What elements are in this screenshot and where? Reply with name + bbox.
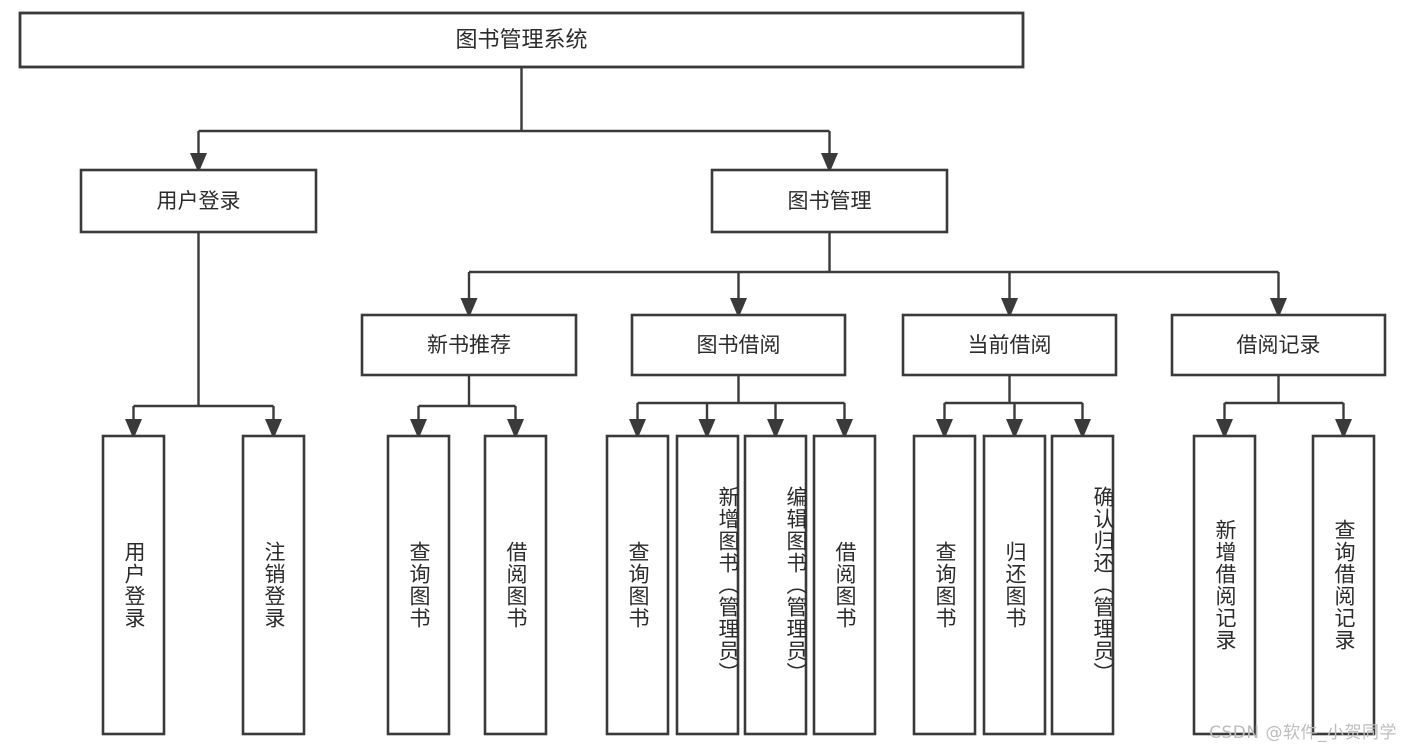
- connector-bookborrow-to-leaves: [629, 375, 853, 439]
- node-borrow-record[interactable]: 借阅记录: [1170, 313, 1387, 377]
- node-new-book-recommend[interactable]: 新书推荐: [360, 313, 578, 377]
- connector-borrowrecord-to-leaves: [1216, 375, 1352, 439]
- node-root-label: 图书管理系统: [455, 28, 587, 53]
- node-leaf-user-logout[interactable]: [241, 434, 306, 736]
- node-leaf-borrow-book[interactable]: [812, 434, 877, 736]
- node-book-borrow[interactable]: 图书借阅: [630, 313, 847, 377]
- node-book-manage-label: 图书管理: [788, 189, 872, 213]
- node-leaf-add-book-admin[interactable]: [675, 434, 740, 736]
- node-current-borrow[interactable]: 当前借阅: [901, 313, 1118, 377]
- node-book-borrow-label: 图书借阅: [697, 333, 781, 357]
- node-leaf-query-borrow-record[interactable]: [1311, 434, 1376, 736]
- node-leaf-query-book-rec[interactable]: [386, 434, 451, 736]
- node-user-login[interactable]: 用户登录: [79, 168, 318, 234]
- node-current-borrow-label: 当前借阅: [968, 333, 1052, 357]
- node-root[interactable]: 图书管理系统: [18, 11, 1025, 69]
- node-leaf-add-borrow-record[interactable]: [1192, 434, 1257, 736]
- node-leaf-user-login[interactable]: [101, 434, 166, 736]
- node-leaf-query-book-borrow[interactable]: [605, 434, 670, 736]
- node-borrow-record-label: 借阅记录: [1237, 333, 1321, 357]
- node-leaf-edit-book-admin[interactable]: [743, 434, 808, 736]
- node-new-book-recommend-label: 新书推荐: [427, 333, 511, 357]
- node-leaf-return-book[interactable]: [982, 434, 1047, 736]
- node-user-login-label: 用户登录: [157, 189, 241, 213]
- connector-userlogin-to-leaves: [125, 232, 282, 439]
- connector-newbook-to-leaves: [410, 375, 524, 439]
- node-leaf-confirm-return-admin[interactable]: [1050, 434, 1115, 736]
- watermark-text: CSDN @软件_小贺同学: [1209, 723, 1397, 743]
- leaf-boxes: [101, 434, 1376, 736]
- node-leaf-query-book-current[interactable]: [912, 434, 977, 736]
- node-leaf-borrow-book-rec[interactable]: [483, 434, 548, 736]
- connector-root-to-level2: [190, 67, 838, 173]
- connector-bookmanage-to-level3: [460, 232, 1287, 318]
- node-book-manage[interactable]: 图书管理: [710, 168, 949, 234]
- connector-currentborrow-to-leaves: [936, 375, 1091, 439]
